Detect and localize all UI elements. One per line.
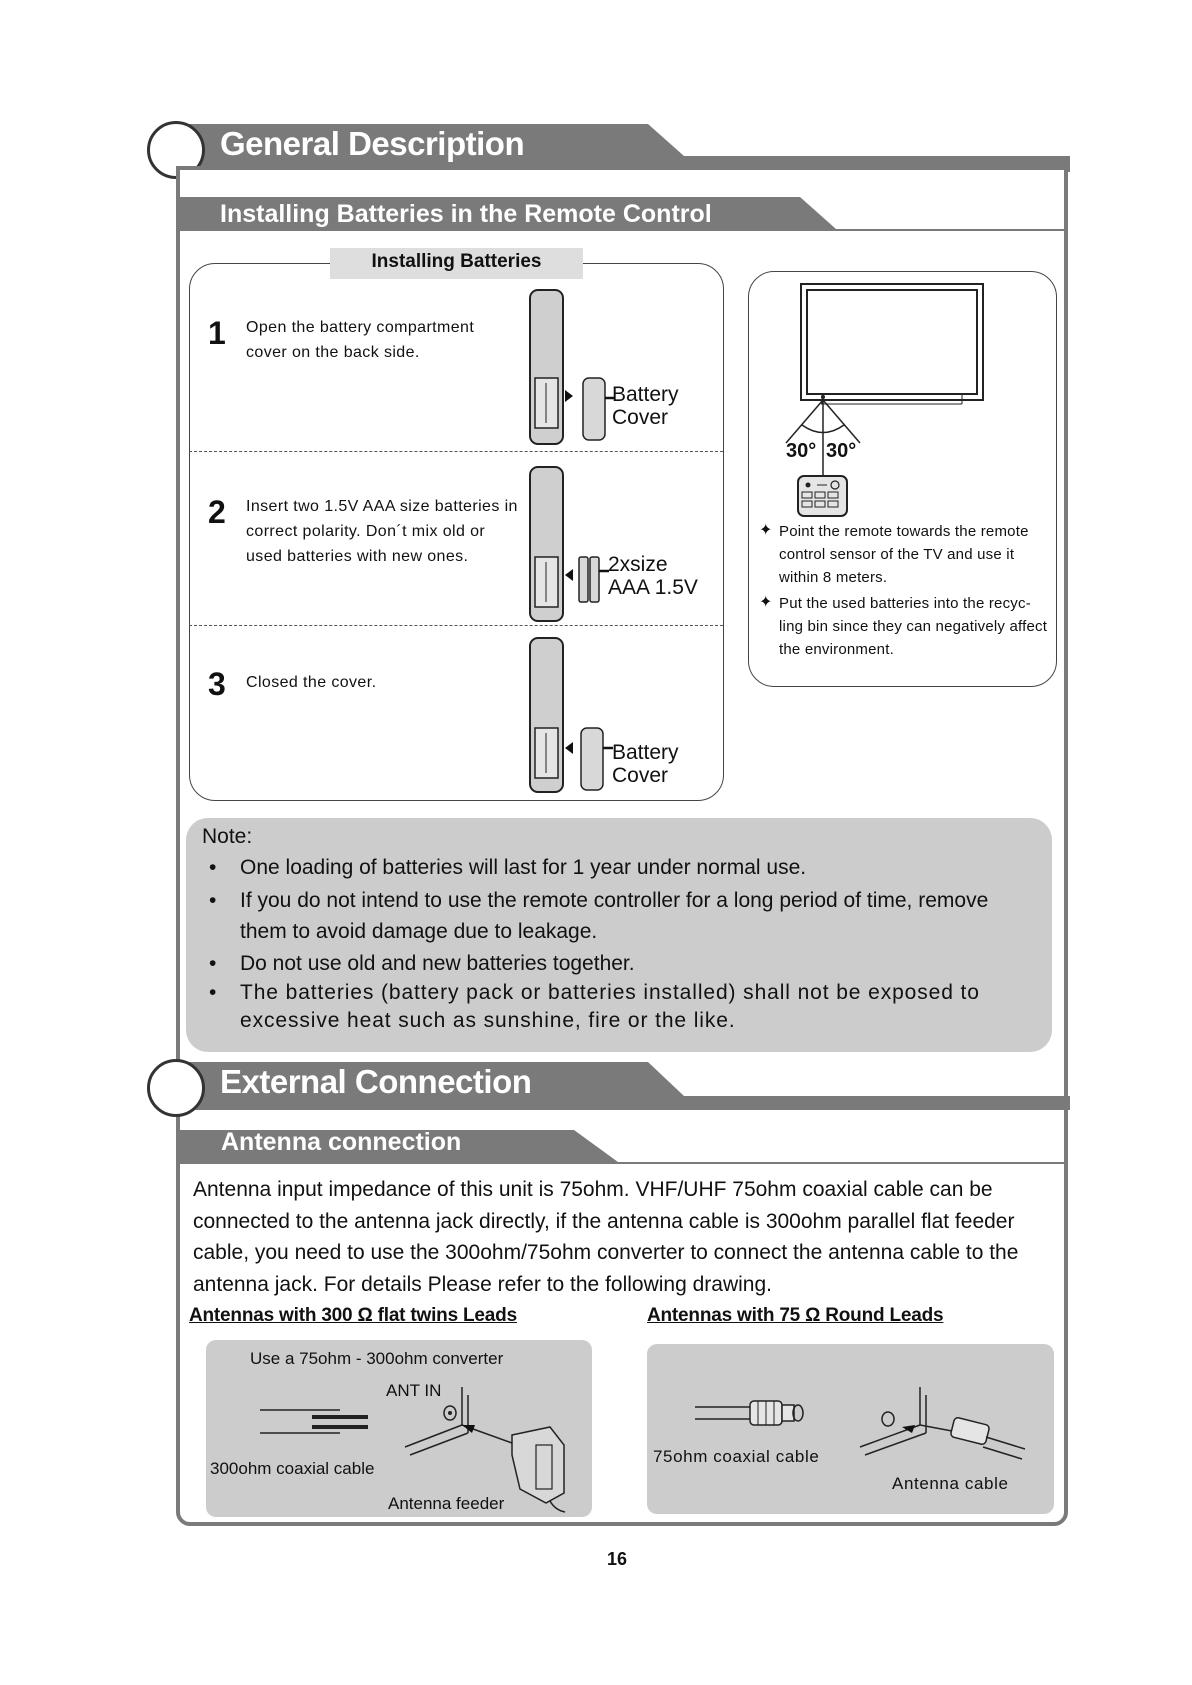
converter-label: Use a 75ohm - 300ohm converter (250, 1349, 504, 1368)
subtitle-antenna-connection: Antenna connection (221, 1128, 462, 1156)
step-number: 3 (208, 666, 226, 702)
tip-item: ✦ Point the remote towards the remote co… (759, 520, 1049, 589)
page-number: 16 (606, 1549, 628, 1569)
star-icon: ✦ (759, 594, 773, 611)
step-number: 2 (208, 494, 226, 530)
cable-75-label: 75ohm coaxial cable (653, 1447, 820, 1466)
installing-batteries-banner (178, 197, 1066, 231)
panel-label: Installing Batteries (371, 251, 542, 272)
subtitle-installing-batteries: Installing Batteries in the Remote Contr… (220, 200, 712, 228)
panel-label-bg (330, 248, 583, 279)
label-75-ohm: Antennas with 75 Ω Round Leads (647, 1305, 944, 1326)
divider (189, 625, 723, 626)
note-item: •The batteries (battery pack or batterie… (209, 981, 980, 1032)
callout-battery-size: 2xsize AAA 1.5V (608, 553, 698, 599)
callout-battery-cover: Battery Cover (612, 741, 679, 787)
angle-right-label: 30° (826, 440, 857, 462)
step-text: Insert two 1.5V AAA size batteries in co… (246, 498, 518, 565)
star-icon: ✦ (759, 522, 773, 539)
note-title: Note: (202, 825, 253, 848)
label-300-ohm: Antennas with 300 Ω flat twins Leads (189, 1305, 517, 1326)
step-text: Open the battery compartment cover on th… (246, 319, 475, 361)
feeder-label: Antenna feeder (388, 1494, 505, 1513)
tv-illustration (785, 283, 984, 517)
note-item: •If you do not intend to use the remote … (209, 889, 989, 943)
remote-open-illustration (529, 289, 615, 445)
external-connection-banner (188, 1062, 1070, 1110)
ant-in-label: ANT IN (386, 1381, 442, 1400)
divider (189, 451, 723, 452)
antenna-cable-label: Antenna cable (892, 1474, 1009, 1493)
callout-battery-cover: Battery Cover (612, 383, 679, 429)
note-item: •One loading of batteries will last for … (209, 856, 807, 879)
converter-illustration (260, 1387, 566, 1513)
remote-closed-illustration (529, 637, 613, 793)
general-description-banner (188, 124, 1070, 172)
section-circle (147, 1059, 205, 1117)
antenna-paragraph: Antenna input impedance of this unit is … (193, 1178, 1019, 1296)
section-title-general: General Description (220, 125, 525, 162)
angle-left-label: 30° (786, 440, 817, 462)
step-number: 1 (208, 315, 226, 351)
remote-insert-illustration (529, 466, 609, 622)
installing-batteries-panel (189, 263, 724, 801)
antenna-connection-banner (178, 1130, 1066, 1164)
note-item: •Do not use old and new batteries togeth… (209, 952, 635, 975)
step-text: Closed the cover. (246, 674, 377, 691)
cable-300-label: 300ohm coaxial cable (210, 1459, 375, 1478)
note-box (186, 818, 1052, 1052)
section-title-external: External Connection (220, 1063, 532, 1100)
tip-item: ✦ Put the used batteries into the recyc-… (759, 592, 1049, 661)
coaxial-illustration (695, 1387, 1026, 1460)
